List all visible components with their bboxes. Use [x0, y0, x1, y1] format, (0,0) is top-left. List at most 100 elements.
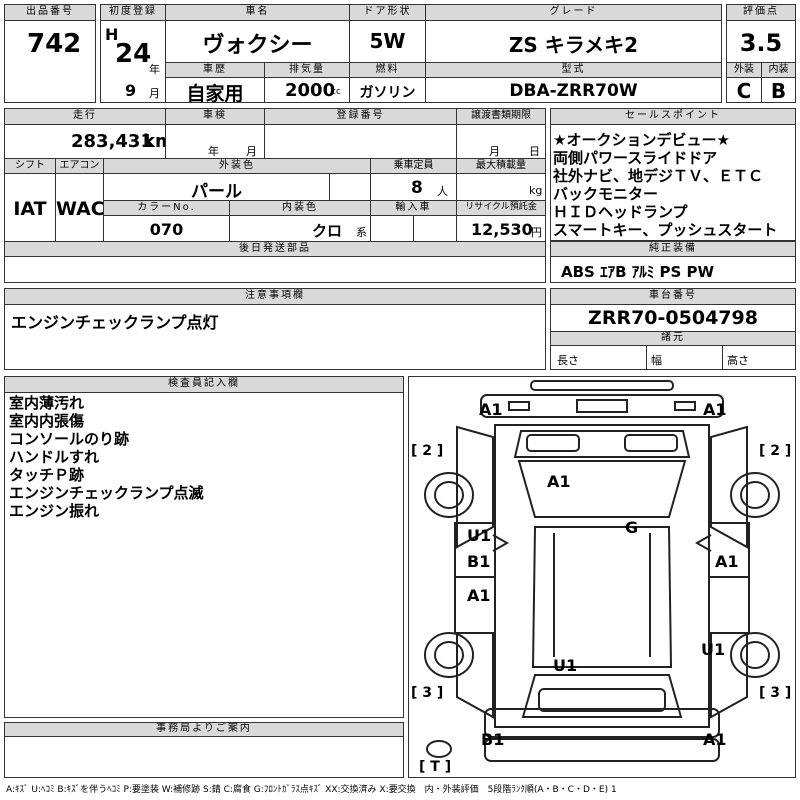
dims-label: 諸元	[550, 331, 796, 346]
capacity-label: 乗車定員	[370, 158, 457, 174]
sales-point-item: バックモニター	[553, 185, 659, 203]
score: 3.5	[739, 29, 783, 57]
load-label: 最大積載量	[456, 158, 546, 174]
rear-under	[484, 738, 720, 762]
inspector-label: 検査員記入欄	[4, 376, 404, 393]
fuel: ガソリン	[359, 85, 416, 101]
front-bumper-top	[530, 380, 674, 391]
year-unit: 年	[149, 63, 160, 76]
transfer-label: 譲渡書類期限	[456, 108, 546, 125]
front-bumper	[480, 394, 724, 418]
office-cell	[4, 736, 404, 778]
era: H	[105, 25, 119, 44]
load-cell: kg	[456, 173, 546, 201]
legend: A:ｷｽﾞ U:ﾍｺﾐ B:ｷｽﾞを伴うﾍｺﾐ P:要塗装 W:補修跡 S:錆 …	[6, 785, 617, 795]
inspector-item: エンジンチェックランプ点滅	[9, 484, 204, 502]
recycle-fee: 12,530	[471, 220, 533, 239]
damage-mark: A1	[479, 400, 503, 419]
recycle-cell: 12,530 円	[456, 215, 546, 242]
inspector-item: 室内内張傷	[9, 412, 85, 430]
door-cell: 5W	[349, 20, 426, 63]
wheel-front-left	[424, 472, 474, 518]
tire-depth: [ 3 ]	[411, 685, 443, 701]
exterior-grade: C	[736, 79, 752, 103]
body-outline	[494, 424, 710, 728]
exterior-label: 外装	[726, 62, 762, 78]
rear-window	[521, 674, 683, 718]
mirror-left	[492, 534, 510, 552]
history-label: 車歴	[165, 62, 265, 78]
length-label: 長さ	[557, 354, 579, 367]
load-unit: kg	[529, 184, 543, 197]
history-cell: 自家用	[165, 77, 265, 103]
front-lamp-right	[674, 401, 696, 411]
displacement: 2000	[285, 80, 336, 101]
rear-bumper	[484, 708, 720, 738]
fuel-cell: ガソリン	[349, 77, 426, 103]
shift-cell: IAT	[4, 173, 56, 242]
sales-point-item: スマートキー、プッシュスタート	[553, 221, 778, 239]
wheel-rear-right	[730, 632, 780, 678]
ac-cell: WAC	[55, 173, 104, 242]
car-diagram-svg: A1 A1 A1 U1 B1 G A1 A1 U1 U1 B1 A1 [ 2 ]…	[411, 380, 791, 775]
lot-label: 出品番号	[4, 4, 96, 21]
color-no-label: カラーNo.	[103, 200, 230, 216]
right-front-fender	[710, 425, 748, 549]
import-label: 輸入車	[370, 200, 457, 216]
damage-mark: A1	[703, 400, 727, 419]
transfer-cell: 月 日	[456, 124, 546, 159]
shift: IAT	[13, 198, 47, 220]
car-diagram: A1 A1 A1 U1 B1 G A1 A1 U1 U1 B1 A1 [ 2 ]…	[408, 376, 796, 778]
car-name-label: 車名	[165, 4, 350, 21]
damage-mark: A1	[547, 472, 571, 491]
mirror-right	[694, 534, 712, 552]
width-label: 幅	[651, 354, 662, 367]
mileage-unit: km	[143, 131, 165, 152]
fuel-label: 燃料	[349, 62, 426, 78]
notes-cell: エンジンチェックランプ点灯	[4, 304, 546, 370]
int-color-unit: 系	[356, 226, 367, 239]
inspection-month-unit: 月	[246, 145, 257, 158]
color-no-cell: 070	[103, 215, 230, 242]
sales-point-item: ★オークションデビュー★	[553, 131, 730, 149]
roof	[531, 526, 673, 668]
hood	[513, 430, 691, 458]
reg-no-label: 登録番号	[264, 108, 457, 125]
score-cell: 3.5	[726, 20, 796, 63]
mileage-label: 走行	[4, 108, 166, 125]
wiper-left	[526, 434, 580, 452]
score-label: 評価点	[726, 4, 796, 21]
displacement-label: 排気量	[264, 62, 350, 78]
reg-month: 9	[125, 81, 137, 100]
recycle-unit: 円	[531, 226, 542, 239]
shift-label: シフト	[4, 158, 56, 174]
damage-mark: U1	[701, 640, 725, 659]
reg-no-cell	[264, 124, 457, 159]
month-unit: 月	[149, 87, 160, 100]
exterior-cell: C	[726, 77, 762, 103]
tire-depth: [ 2 ]	[759, 443, 791, 459]
car-history: 自家用	[186, 83, 244, 103]
car-name-cell: ヴォクシー	[165, 20, 350, 63]
ext-color-blank	[329, 173, 371, 201]
chassis-number: ZRR70-0504798	[588, 307, 758, 329]
wiper-right	[624, 434, 678, 452]
recycle-label: リサイクル預託金	[456, 200, 546, 216]
tire-depth: [ T ]	[419, 759, 451, 775]
aircon: WAC	[56, 198, 104, 220]
capacity-cell: 8 人	[370, 173, 457, 201]
lot-number: 742	[27, 29, 82, 59]
inspector-item: タッチＰ跡	[9, 466, 85, 484]
damage-mark: A1	[467, 586, 491, 605]
interior-grade: B	[770, 79, 787, 103]
sales-point-item: 両側パワースライドドア	[553, 149, 718, 167]
right-rear-door	[708, 576, 750, 634]
inspector-item: 室内薄汚れ	[9, 394, 85, 412]
car-name: ヴォクシー	[202, 33, 313, 58]
grade: ZS キラメキ2	[508, 33, 639, 57]
equipment-label: 純正装備	[550, 241, 796, 257]
damage-mark: B1	[481, 730, 504, 749]
notes-text: エンジンチェックランプ点灯	[11, 313, 219, 332]
spare-tire	[426, 740, 452, 758]
door-label: ドア形状	[349, 4, 426, 21]
